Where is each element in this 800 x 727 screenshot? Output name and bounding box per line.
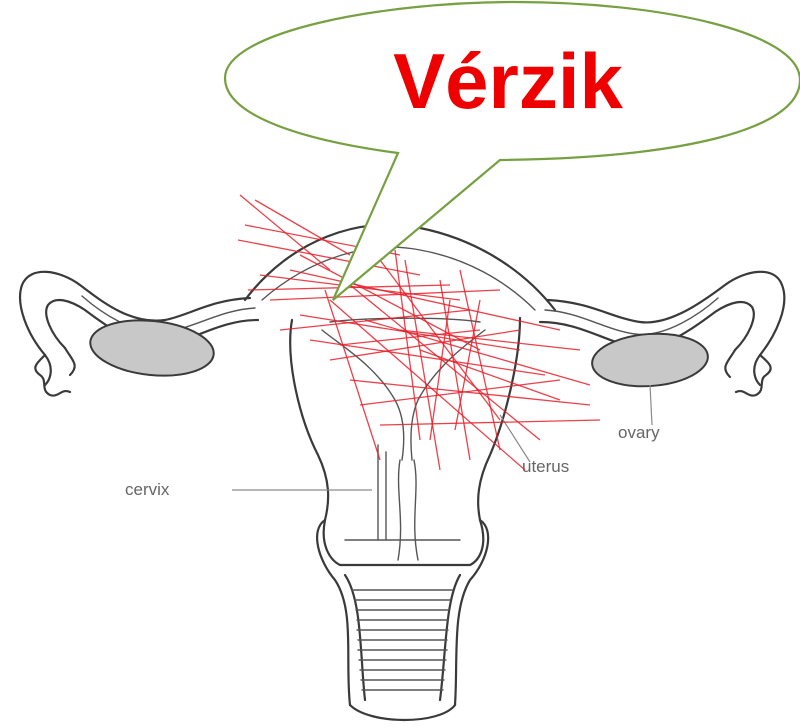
left-ovary bbox=[88, 315, 217, 382]
uterus-label: uterus bbox=[522, 457, 569, 476]
labels: ovary uterus cervix bbox=[125, 385, 660, 499]
speech-bubble: Vérzik bbox=[225, 2, 800, 300]
pain-lines bbox=[238, 195, 600, 470]
uterus-anatomy bbox=[20, 225, 784, 720]
vaginal-rugae bbox=[352, 590, 452, 690]
ovary-label: ovary bbox=[618, 423, 660, 442]
cervix-label: cervix bbox=[125, 480, 170, 499]
bubble-text: Vérzik bbox=[393, 37, 623, 125]
ovary-leader-line bbox=[650, 385, 652, 425]
